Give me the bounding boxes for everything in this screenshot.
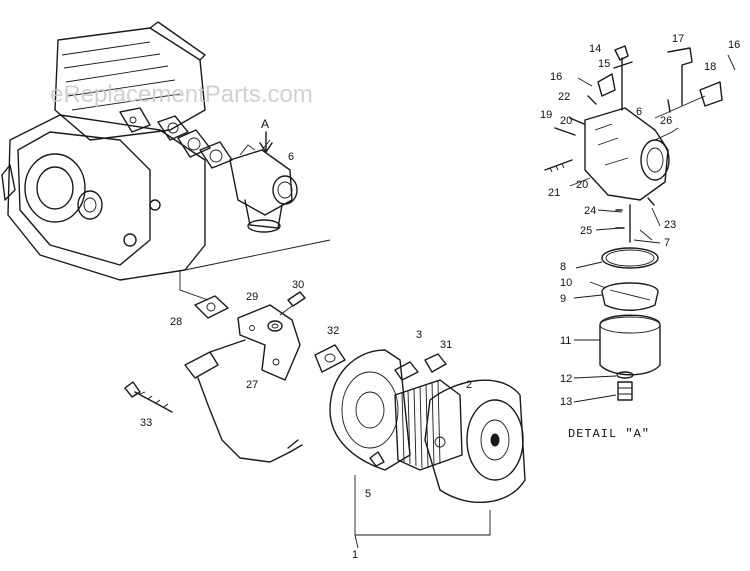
detail-label-17: 17	[672, 33, 684, 45]
intake-gaskets	[157, 115, 233, 169]
bolts-3-31	[394, 353, 447, 381]
detail-label-26: 26	[660, 115, 672, 127]
detail-label-18: 18	[704, 61, 716, 73]
label-27: 27	[246, 379, 258, 391]
detail-label-13: 13	[560, 396, 572, 408]
detail-label-16b: 16	[728, 39, 740, 51]
detail-label-20a: 20	[560, 115, 572, 127]
leader-1	[354, 475, 491, 549]
label-28: 28	[170, 316, 182, 328]
detail-label-12: 12	[560, 373, 572, 385]
watermark-text: eReplacementParts.com	[50, 81, 313, 108]
detail-label-11: 11	[560, 335, 571, 347]
carburetor-small	[229, 131, 298, 233]
detail-a-caption: DETAIL "A"	[568, 427, 650, 441]
gasket-32	[314, 344, 346, 373]
engine-block	[1, 21, 206, 281]
label-6: 6	[288, 151, 294, 163]
detail-label-25: 25	[580, 225, 592, 237]
detail-label-24: 24	[584, 205, 596, 217]
detail-label-23: 23	[664, 219, 676, 231]
detail-label-7: 7	[664, 237, 670, 249]
label-1: 1	[352, 549, 358, 561]
air-cleaner-base	[329, 349, 411, 471]
detail-a-carburetor	[544, 45, 736, 401]
bracket-29	[237, 304, 301, 381]
screw-5	[369, 451, 385, 467]
label-32: 32	[327, 325, 339, 337]
detail-label-6: 6	[636, 106, 642, 118]
label-30: 30	[292, 279, 304, 291]
label-31: 31	[440, 339, 452, 351]
nut-washer	[267, 320, 283, 332]
detail-label-16a: 16	[550, 71, 562, 83]
label-29: 29	[246, 291, 258, 303]
detail-label-22: 22	[558, 91, 570, 103]
detail-label-14: 14	[589, 43, 601, 55]
detail-a-marker: A	[261, 117, 269, 131]
leader-guide	[179, 239, 331, 301]
label-33: 33	[140, 417, 152, 429]
detail-leaders	[569, 177, 661, 403]
detail-label-19: 19	[540, 109, 552, 121]
gasket-28	[194, 295, 229, 319]
detail-label-10: 10	[560, 277, 572, 289]
air-cleaner-cover	[424, 379, 526, 503]
detail-label-9: 9	[560, 293, 566, 305]
detail-label-21: 21	[548, 187, 560, 199]
label-3: 3	[416, 329, 422, 341]
bolt-30	[279, 291, 306, 316]
label-5: 5	[365, 488, 371, 500]
part-labels: 6 29 30 28 32 3 31 27 2 33 5 1 14 15 16 …	[140, 33, 740, 561]
detail-label-8: 8	[560, 261, 566, 273]
screw-33	[124, 381, 173, 413]
filter-element-2	[394, 379, 463, 471]
detail-label-15: 15	[598, 58, 610, 70]
choke-cable	[184, 339, 303, 463]
label-2: 2	[466, 379, 472, 391]
